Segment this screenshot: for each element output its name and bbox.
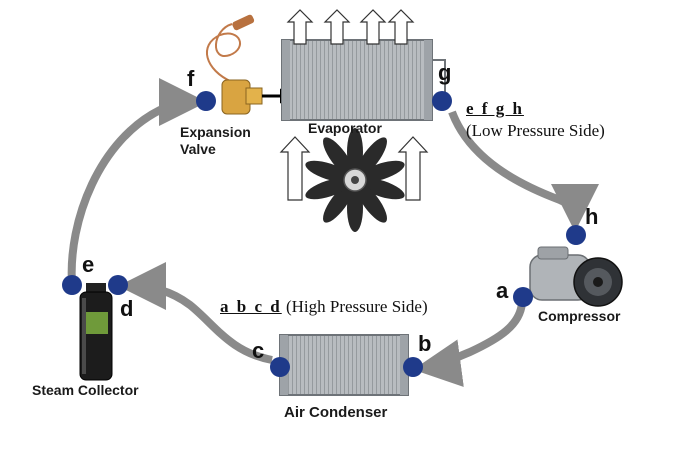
- steam-collector-graphic: [79, 283, 113, 381]
- nodes: [62, 91, 586, 377]
- node-c: [270, 357, 290, 377]
- flow-arrow-g-to-h: [448, 110, 599, 232]
- low-pressure-side-label: e f g h (Low Pressure Side): [466, 98, 605, 142]
- low-pressure-text: (Low Pressure Side): [466, 121, 605, 140]
- flow-arrow-a-to-b: [413, 302, 526, 388]
- high-pressure-side-label: a b c d (High Pressure Side): [220, 297, 428, 317]
- point-label-b: b: [418, 331, 432, 356]
- flow-arrow-c-to-d: [118, 262, 273, 364]
- node-g: [432, 91, 452, 111]
- node-d: [108, 275, 128, 295]
- low-pressure-letters: e f g h: [466, 99, 524, 118]
- node-h: [566, 225, 586, 245]
- evaporator-label: Evaporator: [308, 120, 382, 136]
- point-label-d: d: [120, 296, 134, 321]
- expansion-valve-label: Expansion Valve: [180, 124, 251, 157]
- point-label-g: g: [438, 60, 452, 85]
- evaporator-graphic: [281, 39, 446, 121]
- airflow-arrows-bottom: [279, 136, 429, 201]
- steam-collector-label: Steam Collector: [32, 382, 139, 398]
- expansion-valve-graphic: [206, 14, 295, 115]
- point-label-a: a: [496, 278, 509, 303]
- high-pressure-letters: a b c d: [220, 297, 282, 316]
- airflow-arrows-top: [286, 9, 415, 45]
- compressor-graphic: [529, 246, 623, 307]
- flow-arrow-e-to-f: [67, 78, 207, 285]
- air-condenser-graphic: [279, 334, 409, 396]
- point-label-c: c: [252, 338, 265, 363]
- node-e: [62, 275, 82, 295]
- compressor-label: Compressor: [538, 308, 621, 324]
- node-b: [403, 357, 423, 377]
- high-pressure-text: (High Pressure Side): [285, 297, 428, 316]
- fan-graphic: [305, 128, 405, 232]
- flow-arrows: [67, 78, 599, 388]
- point-label-f: f: [187, 66, 195, 91]
- node-a: [513, 287, 533, 307]
- node-f: [196, 91, 216, 111]
- point-label-e: e: [82, 252, 95, 277]
- air-condenser-label: Air Condenser: [284, 404, 388, 421]
- point-label-h: h: [585, 204, 599, 229]
